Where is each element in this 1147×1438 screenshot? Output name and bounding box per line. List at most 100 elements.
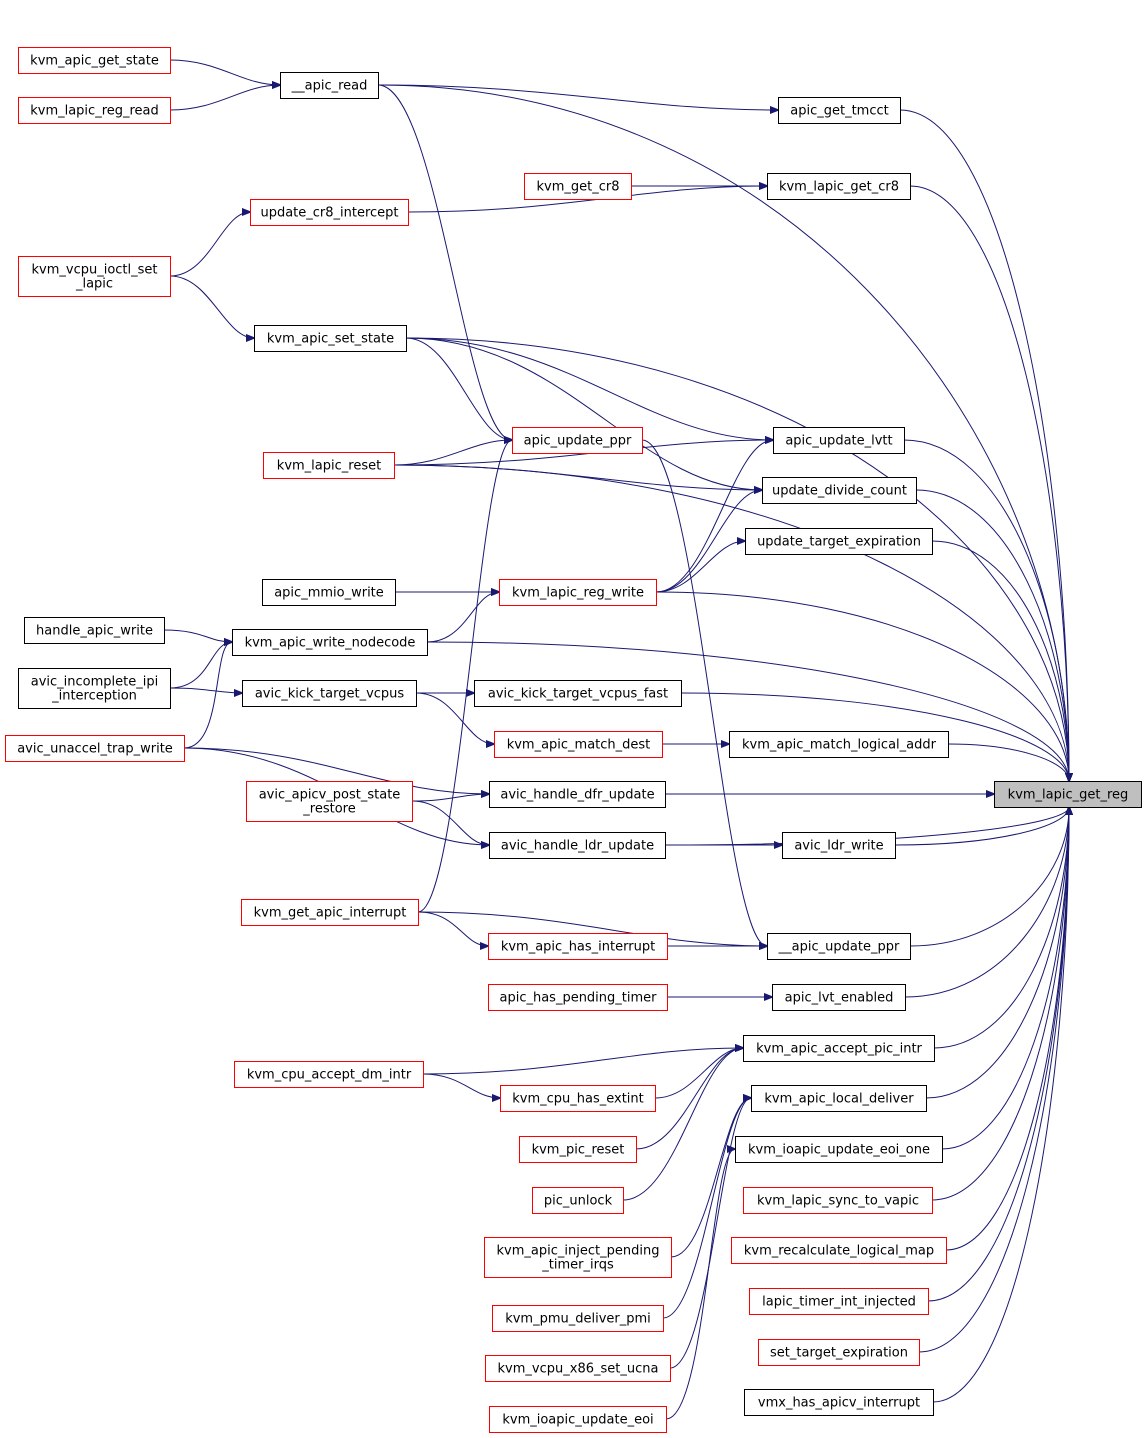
node-apic-lvt-enabled[interactable]: apic_lvt_enabled bbox=[772, 984, 906, 1011]
node-avic-handle-dfr-update[interactable]: avic_handle_dfr_update bbox=[489, 781, 666, 808]
node-kvm-apic-set-state[interactable]: kvm_apic_set_state bbox=[254, 325, 407, 352]
node-kvm-apic-match-logical-addr[interactable]: kvm_apic_match_logical_addr bbox=[729, 731, 949, 758]
node-box bbox=[767, 173, 911, 200]
node-box bbox=[778, 97, 901, 124]
node-label: kvm_lapic_get_cr8 bbox=[779, 180, 899, 195]
node-apic-update-ppr[interactable]: __apic_update_ppr bbox=[767, 933, 911, 960]
node-apic-mmio-write[interactable]: apic_mmio_write bbox=[262, 579, 396, 606]
node-box bbox=[782, 832, 896, 859]
node-avic-ldr-write[interactable]: avic_ldr_write bbox=[782, 832, 896, 859]
node-apic-update-ppr[interactable]: apic_update_ppr bbox=[512, 427, 643, 454]
edge-n2-to-root bbox=[899, 109, 1069, 781]
node-kvm-apic-get-state[interactable]: kvm_apic_get_state bbox=[18, 47, 171, 74]
node-apic-read[interactable]: __apic_read bbox=[280, 72, 379, 99]
node-label: avic_handle_dfr_update bbox=[500, 788, 654, 803]
edge-n19-to-root bbox=[931, 807, 1069, 1201]
node-kvm-apic-local-deliver[interactable]: kvm_apic_local_deliver bbox=[751, 1085, 927, 1112]
node-box bbox=[263, 452, 395, 479]
node-kvm-pmu-deliver-pmi[interactable]: kvm_pmu_deliver_pmi bbox=[492, 1305, 664, 1332]
node-label: kvm_apic_match_dest bbox=[507, 738, 651, 753]
node-lapic-timer-int-injected[interactable]: lapic_timer_int_injected bbox=[749, 1288, 929, 1315]
node-handle-apic-write[interactable]: handle_apic_write bbox=[24, 617, 165, 644]
node-avic-unaccel-trap-write[interactable]: avic_unaccel_trap_write bbox=[5, 735, 185, 762]
edge-n30-to-n29 bbox=[393, 440, 512, 466]
node-label: kvm_lapic_sync_to_vapic bbox=[757, 1194, 919, 1209]
node-apic-update-lvtt[interactable]: apic_update_lvtt bbox=[773, 427, 905, 454]
node-kvm-cpu-accept-dm-intr[interactable]: kvm_cpu_accept_dm_intr bbox=[234, 1061, 424, 1088]
node-kvm-ioapic-update-eoi[interactable]: kvm_ioapic_update_eoi bbox=[489, 1406, 667, 1433]
edge-n1-to-n29 bbox=[377, 84, 512, 440]
node-apic-has-pending-timer[interactable]: apic_has_pending_timer bbox=[488, 984, 668, 1011]
node-box bbox=[744, 1389, 934, 1416]
node-kvm-ioapic-update-eoi-one[interactable]: kvm_ioapic_update_eoi_one bbox=[735, 1136, 943, 1163]
edge-n13-to-root bbox=[664, 807, 1069, 846]
node-kvm-apic-write-nodecode[interactable]: kvm_apic_write_nodecode bbox=[232, 629, 428, 656]
node-box bbox=[758, 1339, 920, 1366]
node-kvm-pic-reset[interactable]: kvm_pic_reset bbox=[519, 1136, 637, 1163]
node-box bbox=[262, 579, 396, 606]
node-pic-unlock[interactable]: pic_unlock bbox=[532, 1187, 624, 1214]
edge-n7-to-root bbox=[931, 540, 1069, 781]
node-kvm-apic-has-interrupt[interactable]: kvm_apic_has_interrupt bbox=[488, 933, 668, 960]
node-apic-get-tmcct[interactable]: apic_get_tmcct bbox=[778, 97, 901, 124]
node-kvm-vcpu-ioctl-set-lapic[interactable]: kvm_vcpu_ioctl_set_lapic bbox=[18, 256, 171, 297]
node-set-target-expiration[interactable]: set_target_expiration bbox=[758, 1339, 920, 1366]
node-kvm-lapic-reset[interactable]: kvm_lapic_reset bbox=[263, 452, 395, 479]
edge-n34-to-n35 bbox=[169, 687, 242, 693]
node-label: avic_handle_ldr_update bbox=[501, 839, 654, 854]
node-box bbox=[519, 1136, 637, 1163]
node-kvm-apic-inject-pending-timer-irqs[interactable]: kvm_apic_inject_pending_timer_irqs bbox=[484, 1237, 672, 1278]
node-kvm-lapic-reg-write[interactable]: kvm_lapic_reg_write bbox=[499, 579, 657, 606]
node-box bbox=[735, 1136, 943, 1163]
node-avic-kick-target-vcpus[interactable]: avic_kick_target_vcpus bbox=[242, 680, 417, 707]
node-box bbox=[492, 1305, 664, 1332]
node-label: kvm_cpu_accept_dm_intr bbox=[247, 1068, 412, 1083]
edge-n31-to-root bbox=[655, 591, 1069, 781]
node-avic-kick-target-vcpus-fast[interactable]: avic_kick_target_vcpus_fast bbox=[474, 680, 682, 707]
edge-n5-to-root bbox=[903, 439, 1069, 781]
node-avic-incomplete-ipi-interception[interactable]: avic_incomplete_ipi_interception bbox=[18, 668, 171, 709]
edge-n4-to-n5 bbox=[405, 337, 773, 440]
edge-n28-to-n27 bbox=[169, 212, 250, 277]
node-kvm-recalculate-logical-map[interactable]: kvm_recalculate_logical_map bbox=[731, 1237, 947, 1264]
node-kvm-lapic-get-reg[interactable]: kvm_lapic_get_reg bbox=[994, 781, 1142, 808]
node-kvm-lapic-get-cr8[interactable]: kvm_lapic_get_cr8 bbox=[767, 173, 911, 200]
node-kvm-apic-accept-pic-intr[interactable]: kvm_apic_accept_pic_intr bbox=[743, 1035, 935, 1062]
node-box bbox=[532, 1187, 624, 1214]
node-kvm-get-apic-interrupt[interactable]: kvm_get_apic_interrupt bbox=[241, 899, 419, 926]
edge-n15-to-root bbox=[904, 807, 1069, 998]
node-kvm-apic-match-dest[interactable]: kvm_apic_match_dest bbox=[494, 731, 663, 758]
node-kvm-vcpu-x86-set-ucna[interactable]: kvm_vcpu_x86_set_ucna bbox=[485, 1355, 671, 1382]
edge-n1-to-n2 bbox=[377, 84, 778, 110]
node-update-target-expiration[interactable]: update_target_expiration bbox=[745, 528, 933, 555]
node-avic-handle-ldr-update[interactable]: avic_handle_ldr_update bbox=[489, 832, 666, 859]
node-update-cr8-intercept[interactable]: update_cr8_intercept bbox=[250, 199, 409, 226]
edge-n31-to-n6 bbox=[655, 490, 762, 593]
node-kvm-cpu-has-extint[interactable]: kvm_cpu_has_extint bbox=[500, 1085, 656, 1112]
edge-n8-to-root bbox=[426, 641, 1069, 781]
edge-n49-to-n18 bbox=[665, 1149, 735, 1420]
node-box bbox=[485, 1355, 671, 1382]
edge-n22-to-root bbox=[918, 807, 1069, 1353]
edge-n45-to-n16 bbox=[622, 1048, 743, 1201]
node-label: kvm_lapic_reg_write bbox=[512, 586, 644, 601]
node-box bbox=[246, 781, 413, 822]
node-label: update_cr8_intercept bbox=[260, 206, 398, 221]
node-kvm-lapic-sync-to-vapic[interactable]: kvm_lapic_sync_to_vapic bbox=[743, 1187, 933, 1214]
node-label: kvm_ioapic_update_eoi_one bbox=[748, 1143, 930, 1158]
edge-n46-to-n17 bbox=[670, 1098, 751, 1258]
node-kvm-lapic-reg-read[interactable]: kvm_lapic_reg_read bbox=[18, 97, 171, 124]
edge-n42-to-n43 bbox=[422, 1073, 500, 1098]
edge-n1-to-root bbox=[377, 84, 1069, 781]
node-vmx-has-apicv-interrupt[interactable]: vmx_has_apicv_interrupt bbox=[744, 1389, 934, 1416]
node-box bbox=[241, 899, 419, 926]
node-label: set_target_expiration bbox=[770, 1346, 908, 1361]
node-label: kvm_ioapic_update_eoi bbox=[502, 1413, 653, 1428]
node-label: apic_update_ppr bbox=[524, 434, 632, 449]
node-kvm-get-cr8[interactable]: kvm_get_cr8 bbox=[524, 173, 632, 200]
node-label: kvm_apic_accept_pic_intr bbox=[756, 1042, 922, 1057]
node-update-divide-count[interactable]: update_divide_count bbox=[762, 477, 917, 504]
node-avic-apicv-post-state-restore[interactable]: avic_apicv_post_state_restore bbox=[246, 781, 413, 822]
node-box bbox=[494, 731, 663, 758]
